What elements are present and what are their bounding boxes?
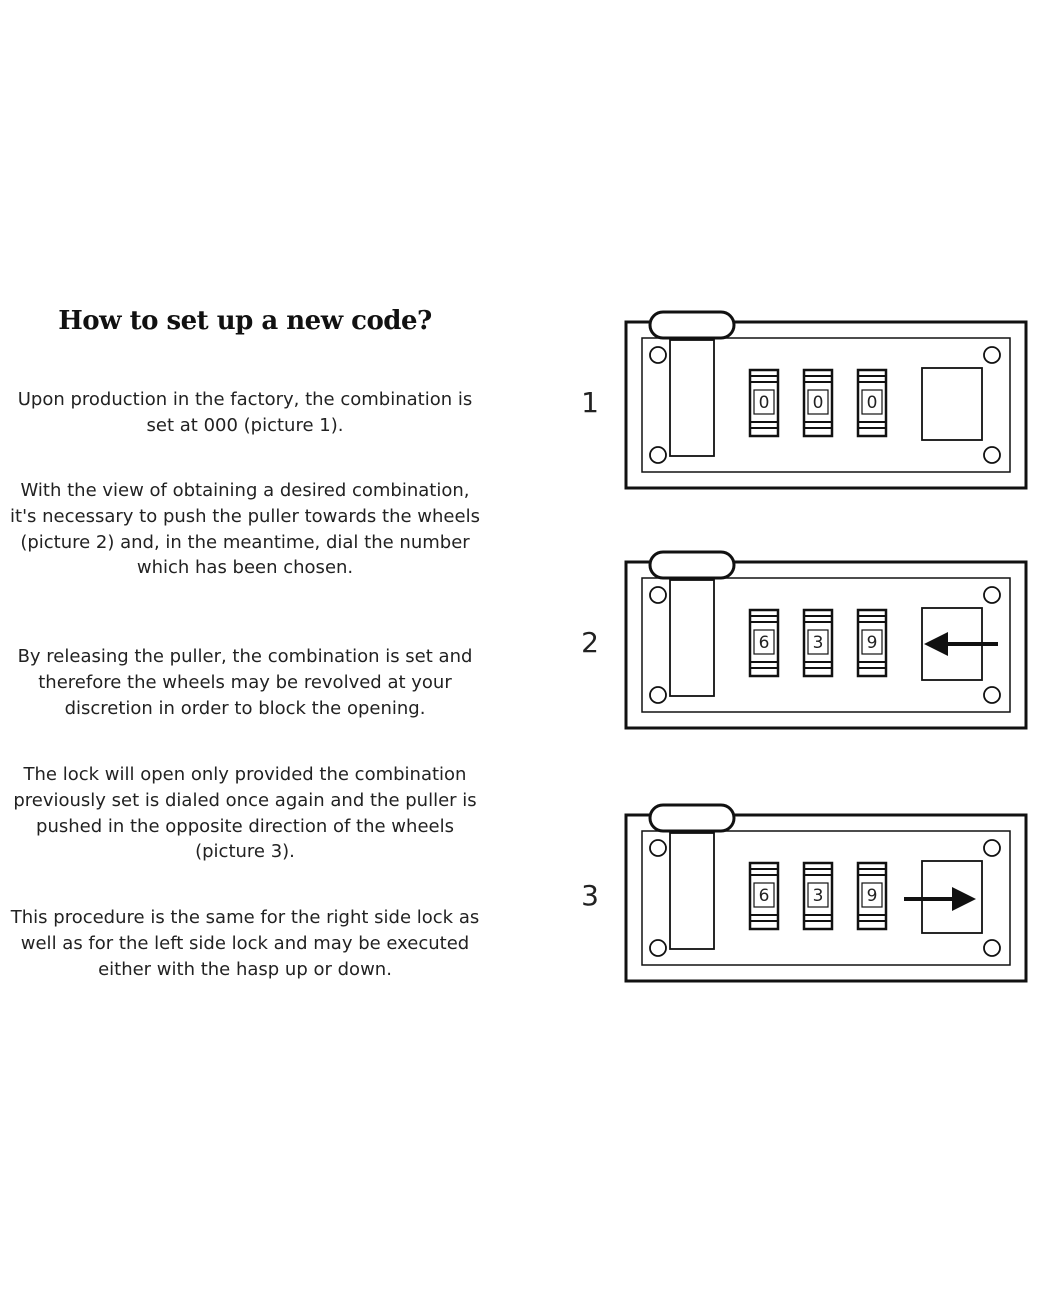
wheel-digit: 6 [759, 633, 770, 653]
paragraph-push-puller: With the view of obtaining a desired com… [10, 480, 480, 579]
screw-hole [983, 346, 1001, 364]
hasp-puller [648, 803, 736, 833]
lock-step-number: 1 [581, 386, 599, 419]
lock-inner-frame [641, 577, 1011, 713]
screw-hole [983, 686, 1001, 704]
paragraph-release-puller: By releasing the puller, the combination… [17, 646, 473, 719]
lock-inner-frame [641, 830, 1011, 966]
slider-box [921, 367, 983, 441]
wheel-digit: 3 [813, 633, 824, 653]
lock-outer-frame [624, 560, 1028, 730]
combination-wheel: 9 [856, 861, 888, 931]
screw-hole [649, 586, 667, 604]
screw-hole [649, 839, 667, 857]
hasp-shank [669, 579, 715, 697]
hasp-shank [669, 832, 715, 950]
combination-wheel: 6 [748, 608, 780, 678]
combination-wheel: 3 [802, 608, 834, 678]
lock-step-number: 2 [581, 626, 599, 659]
lock-inner-frame [641, 337, 1011, 473]
wheel-digit: 3 [813, 886, 824, 906]
screw-hole [649, 686, 667, 704]
screw-hole [983, 446, 1001, 464]
wheel-window [807, 882, 829, 908]
wheel-window [807, 389, 829, 415]
wheel-digit: 0 [867, 393, 878, 413]
wheel-digit: 0 [813, 393, 824, 413]
wheel-digit: 6 [759, 886, 770, 906]
lock-diagram-2: 2 6 3 9 [581, 550, 1028, 730]
combination-wheel: 6 [748, 861, 780, 931]
lock-diagram-1: 1 0 0 0 [581, 310, 1028, 490]
wheel-digit: 9 [867, 633, 878, 653]
wheel-window [753, 389, 775, 415]
screw-hole [649, 446, 667, 464]
combination-wheel: 9 [856, 608, 888, 678]
wheel-window [753, 882, 775, 908]
lock-outer-frame [624, 320, 1028, 490]
wheel-window [753, 629, 775, 655]
combination-wheel: 0 [802, 368, 834, 438]
combination-wheel: 3 [802, 861, 834, 931]
lock-diagram-3: 3 6 3 9 [581, 803, 1028, 983]
screw-hole [649, 346, 667, 364]
wheel-window [861, 882, 883, 908]
lock-step-number: 3 [581, 879, 599, 912]
wheel-window [807, 629, 829, 655]
screw-hole [983, 839, 1001, 857]
lock-diagrams-svg: 1 0 0 0 2 6 3 9 3 6 3 9 [581, 310, 1028, 983]
lock-outer-frame [624, 813, 1028, 983]
hasp-puller [648, 550, 736, 580]
hasp-shank [669, 339, 715, 457]
paragraph-procedure-note: This procedure is the same for the right… [10, 907, 480, 980]
wheel-window [861, 629, 883, 655]
screw-hole [983, 939, 1001, 957]
screw-hole [983, 586, 1001, 604]
wheel-window [861, 389, 883, 415]
combination-wheel: 0 [856, 368, 888, 438]
paragraph-factory-setting: Upon production in the factory, the comb… [17, 389, 473, 436]
lock-diagrams: 1 0 0 0 2 6 3 9 3 6 3 9 [560, 300, 1040, 1000]
wheel-digit: 0 [759, 393, 770, 413]
paragraph-open-lock: The lock will open only provided the com… [13, 764, 477, 863]
page-title: How to set up a new code? [58, 306, 432, 336]
combination-wheel: 0 [748, 368, 780, 438]
screw-hole [649, 939, 667, 957]
wheel-digit: 9 [867, 886, 878, 906]
hasp-puller [648, 310, 736, 340]
